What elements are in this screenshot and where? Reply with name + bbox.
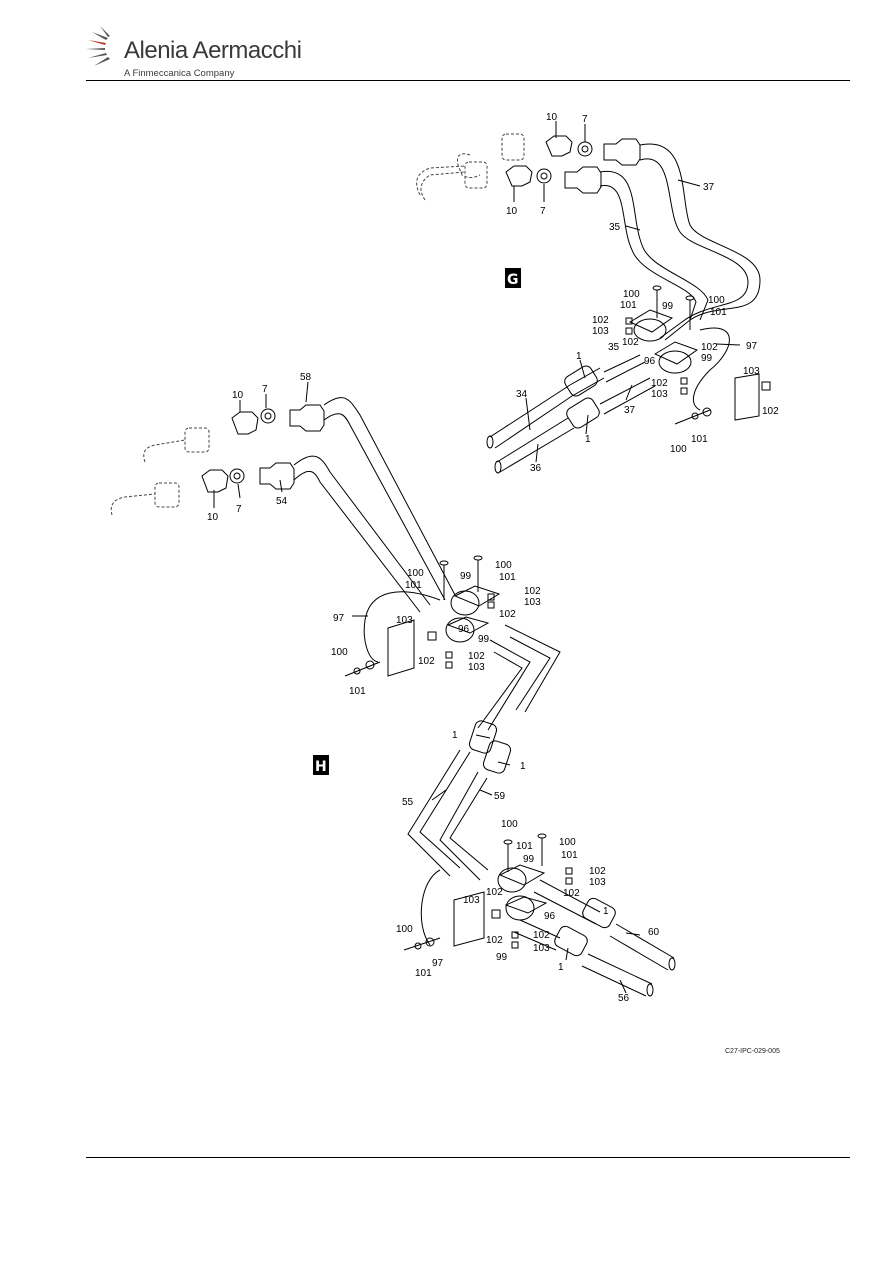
callout-label: 101 <box>499 572 516 583</box>
callout-label: 101 <box>620 300 637 311</box>
footer-rule <box>86 1157 850 1158</box>
detail-g-drawing <box>416 121 771 474</box>
callout-label: 100 <box>670 444 687 455</box>
detail-h-label: H <box>313 755 329 775</box>
callout-label: 102 <box>592 315 609 326</box>
callout-label: 102 <box>762 406 779 417</box>
callout-label: 103 <box>463 895 480 906</box>
callout-label: 100 <box>708 295 725 306</box>
callout-label: 1 <box>558 962 564 973</box>
brand-tagline: A Finmeccanica Company <box>124 68 235 79</box>
callout-label: 99 <box>662 301 674 312</box>
callout-label: 56 <box>618 993 630 1004</box>
callout-label: 101 <box>405 580 422 591</box>
callout-label: 96 <box>544 911 556 922</box>
detail-h-callouts: 10 7 58 10 7 54 100 101 99 100 101 102 1… <box>207 372 660 1004</box>
callout-label: 103 <box>592 326 609 337</box>
figure-id: C27-IPC-029-005 <box>725 1048 780 1055</box>
callout-label: 102 <box>486 887 503 898</box>
callout-label: 102 <box>468 651 485 662</box>
callout-label: 100 <box>495 560 512 571</box>
callout-label: 102 <box>563 888 580 899</box>
callout-label: 101 <box>415 968 432 979</box>
callout-label: 100 <box>501 819 518 830</box>
callout-label: 37 <box>624 405 636 416</box>
header-rule <box>86 80 850 81</box>
callout-label: 60 <box>648 927 660 938</box>
brand-name: Alenia Aermacchi <box>124 37 302 64</box>
callout-label: 97 <box>432 958 444 969</box>
callout-label: 101 <box>516 841 533 852</box>
callout-label: 1 <box>603 906 609 917</box>
detail-g-label: G <box>505 268 521 288</box>
callout-label: 102 <box>524 586 541 597</box>
callout-label: 103 <box>743 366 760 377</box>
callout-label: 100 <box>396 924 413 935</box>
callout-label: 58 <box>300 372 312 383</box>
callout-label: 101 <box>691 434 708 445</box>
callout-label: 101 <box>349 686 366 697</box>
callout-label: 10 <box>506 206 518 217</box>
alenia-logo-icon <box>86 26 110 66</box>
callout-label: 10 <box>232 390 244 401</box>
callout-label: 97 <box>333 613 345 624</box>
callout-label: 101 <box>710 307 727 318</box>
callout-label: 102 <box>486 935 503 946</box>
callout-label: 103 <box>533 943 550 954</box>
svg-text:G: G <box>507 272 519 288</box>
callout-label: 10 <box>207 512 219 523</box>
callout-label: 37 <box>703 182 715 193</box>
callout-label: 102 <box>651 378 668 389</box>
callout-label: 54 <box>276 496 288 507</box>
callout-label: 100 <box>623 289 640 300</box>
callout-label: 100 <box>331 647 348 658</box>
callout-label: 96 <box>644 356 656 367</box>
callout-label: 1 <box>452 730 458 741</box>
callout-label: 101 <box>561 850 578 861</box>
callout-label: 100 <box>559 837 576 848</box>
callout-label: 100 <box>407 568 424 579</box>
page-header: Alenia Aermacchi A Finmeccanica Company <box>0 0 893 90</box>
callout-label: 102 <box>701 342 718 353</box>
callout-label: 102 <box>499 609 516 620</box>
callout-label: 99 <box>496 952 508 963</box>
callout-label: 99 <box>460 571 472 582</box>
callout-label: 103 <box>651 389 668 400</box>
callout-label: 103 <box>589 877 606 888</box>
detail-h-drawing <box>110 381 676 997</box>
callout-label: 103 <box>524 597 541 608</box>
callout-label: 1 <box>520 761 526 772</box>
callout-label: 59 <box>494 791 506 802</box>
callout-label: 103 <box>468 662 485 673</box>
callout-label: 7 <box>540 206 546 217</box>
callout-label: 7 <box>236 504 242 515</box>
callout-label: 102 <box>418 656 435 667</box>
callout-label: 7 <box>262 384 268 395</box>
callout-label: 55 <box>402 797 414 808</box>
callout-label: 35 <box>608 342 620 353</box>
callout-label: 99 <box>701 353 713 364</box>
svg-text:H: H <box>315 759 327 775</box>
callout-label: 1 <box>576 351 582 362</box>
callout-label: 34 <box>516 389 528 400</box>
callout-label: 102 <box>622 337 639 348</box>
detail-g-callouts: 10 7 10 7 37 35 100 101 99 100 101 102 1… <box>506 112 779 474</box>
callout-label: 1 <box>585 434 591 445</box>
callout-label: 99 <box>478 634 490 645</box>
callout-label: 102 <box>533 930 550 941</box>
callout-label: 7 <box>582 114 588 125</box>
callout-label: 103 <box>396 615 413 626</box>
callout-label: 35 <box>609 222 621 233</box>
callout-label: 97 <box>746 341 758 352</box>
callout-label: 99 <box>523 854 535 865</box>
callout-label: 96 <box>458 624 470 635</box>
callout-label: 36 <box>530 463 542 474</box>
callout-label: 102 <box>589 866 606 877</box>
callout-label: 10 <box>546 112 558 123</box>
